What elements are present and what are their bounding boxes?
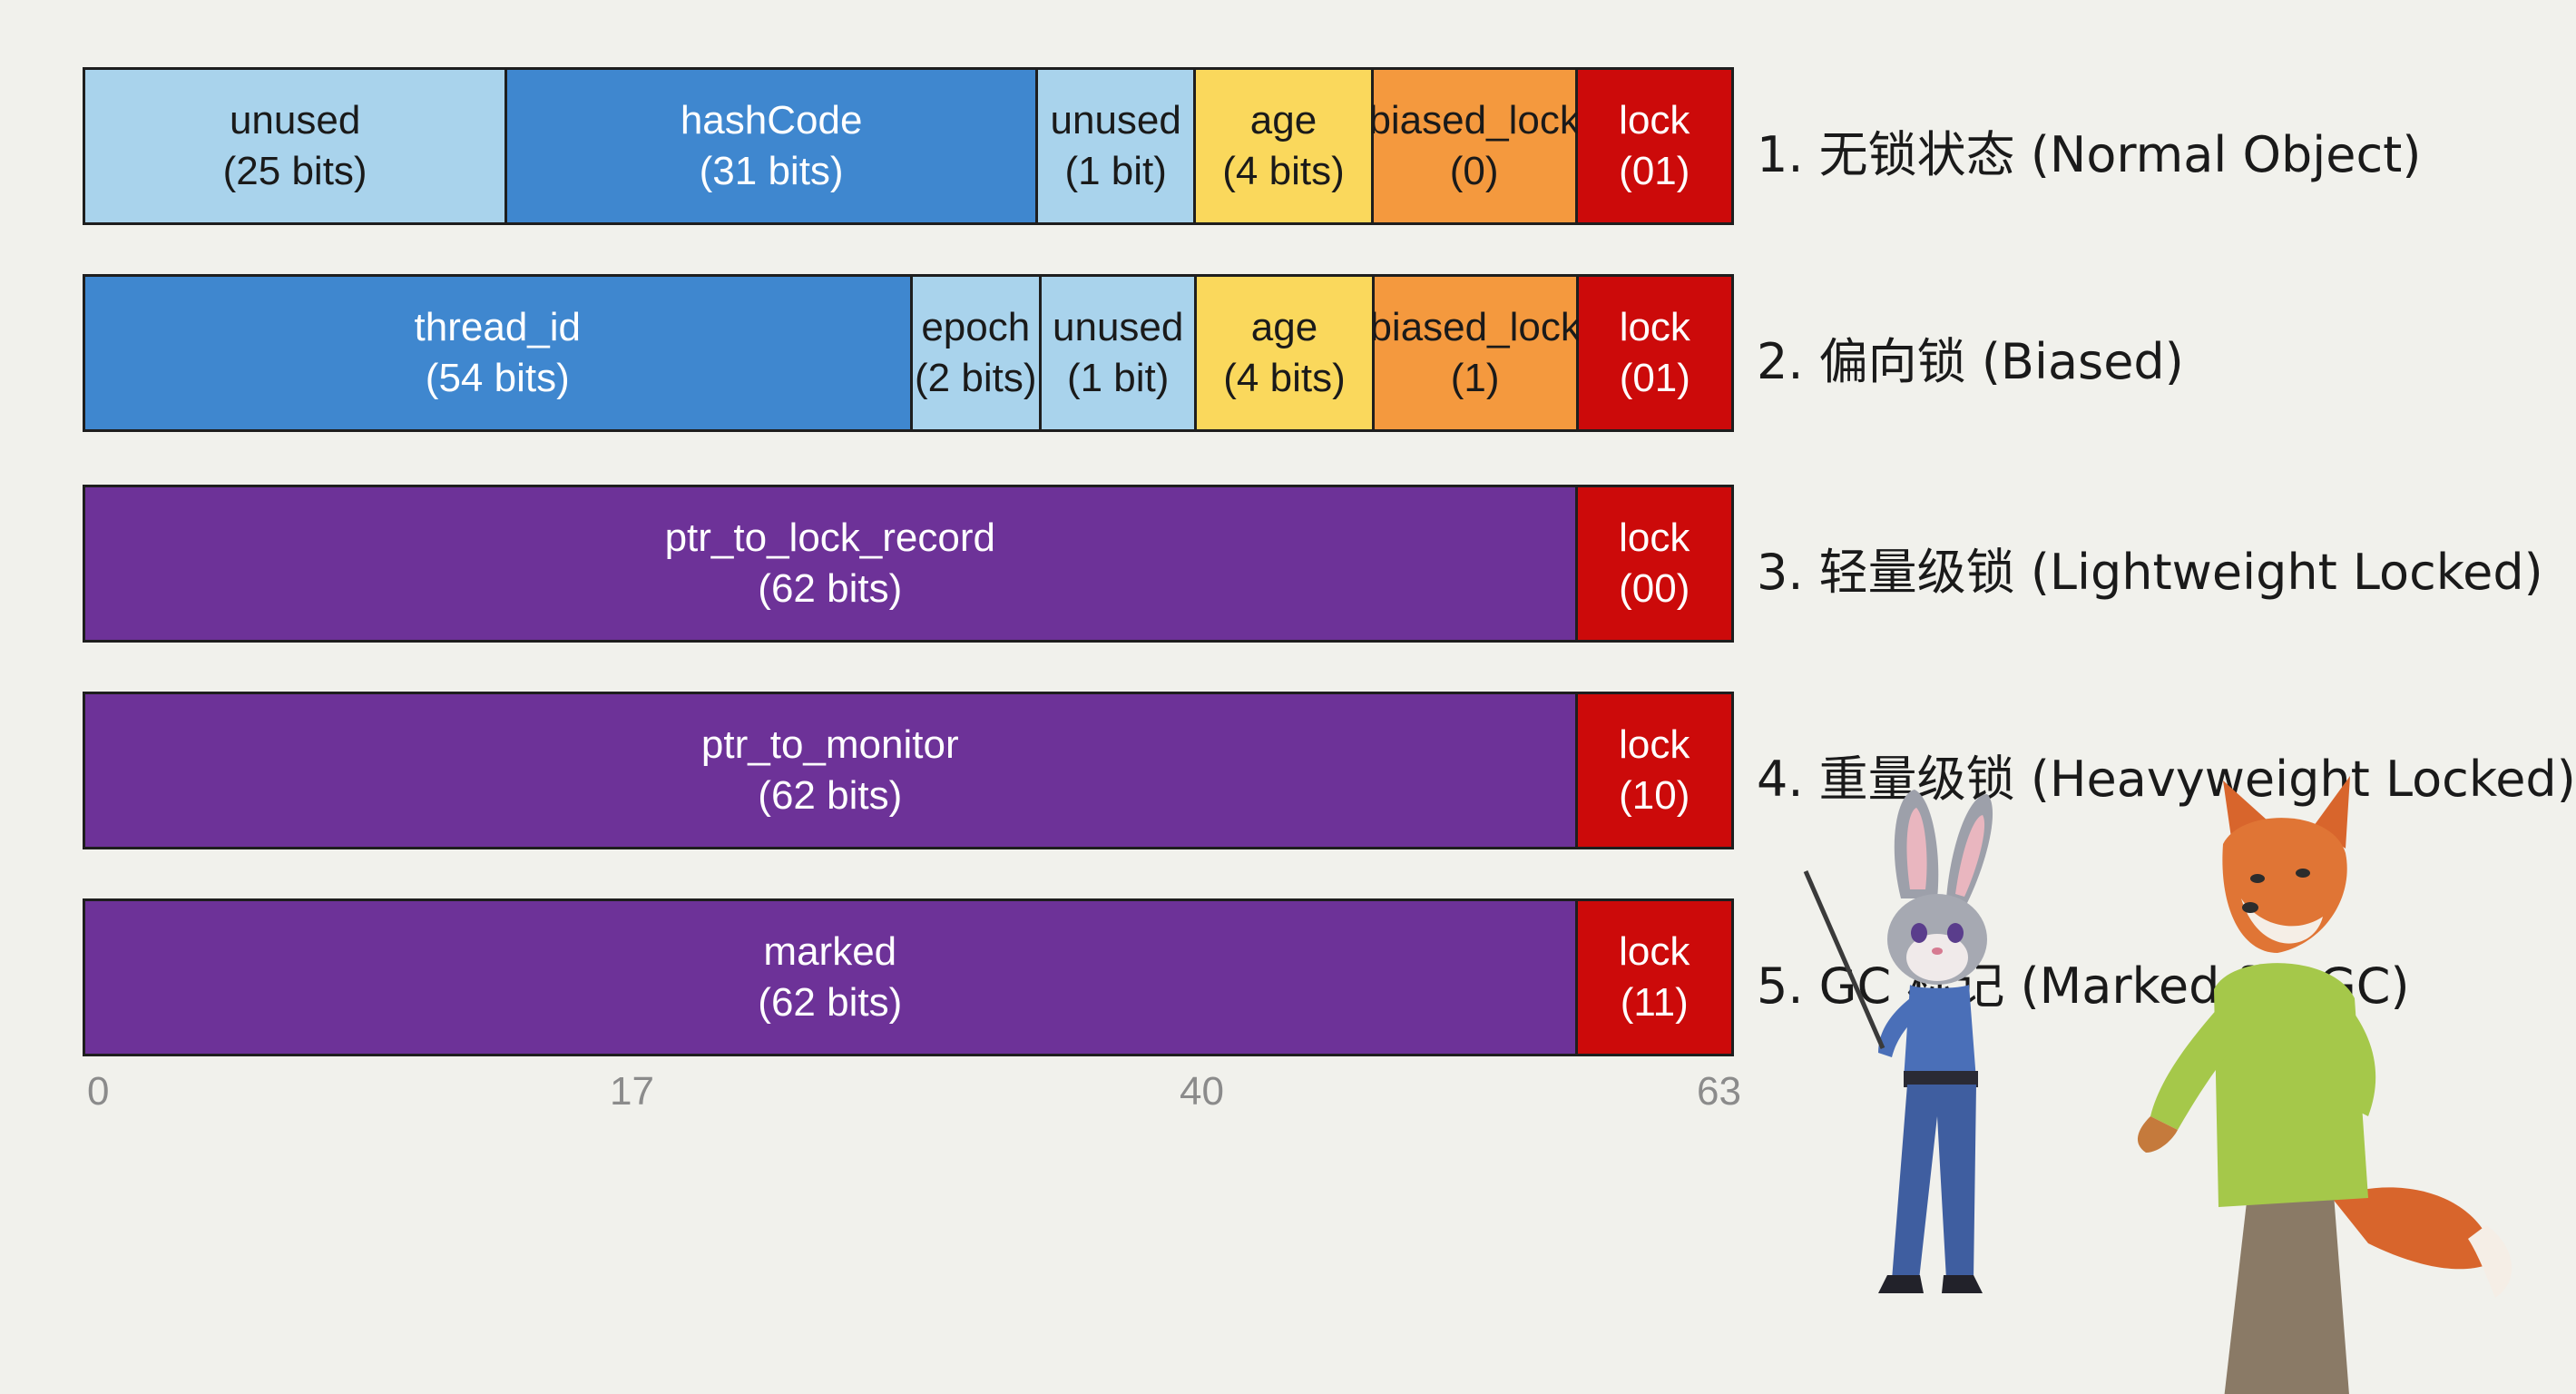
bit-field-lock: lock (01) bbox=[1577, 70, 1731, 222]
bit-field-ptr-to-monitor: ptr_to_monitor (62 bits) bbox=[85, 694, 1578, 847]
bit-field-epoch: epoch (2 bits) bbox=[912, 277, 1043, 429]
bit-field-hashcode: hashCode (31 bits) bbox=[507, 70, 1039, 222]
bit-field-size: (25 bits) bbox=[222, 149, 367, 193]
bit-field-size: (00) bbox=[1619, 566, 1690, 611]
bit-field-unused: unused (1 bit) bbox=[1038, 70, 1197, 222]
bit-field-thread-id: thread_id (54 bits) bbox=[85, 277, 913, 429]
bit-field-ptr-to-lock-record: ptr_to_lock_record (62 bits) bbox=[85, 487, 1578, 640]
row-label-biased: 2. 偏向锁 (Biased) bbox=[1757, 333, 2184, 390]
bit-field-name: hashCode bbox=[680, 97, 863, 142]
row-label-lightweight: 3. 轻量级锁 (Lightweight Locked) bbox=[1757, 544, 2543, 601]
bit-field-name: ptr_to_lock_record bbox=[664, 515, 995, 560]
row-label-normal: 1. 无锁状态 (Normal Object) bbox=[1757, 126, 2422, 183]
bit-field-size: (0) bbox=[1449, 149, 1499, 193]
bit-field-age: age (4 bits) bbox=[1196, 70, 1374, 222]
bit-field-unused: unused (1 bit) bbox=[1042, 277, 1198, 429]
mark-word-row-gc-marked: marked (62 bits) lock (11) bbox=[83, 898, 1734, 1056]
bit-field-unused: unused (25 bits) bbox=[85, 70, 508, 222]
bit-field-name: unused bbox=[229, 97, 361, 142]
mark-word-row-lightweight: ptr_to_lock_record (62 bits) lock (00) bbox=[83, 485, 1734, 643]
bit-field-size: (4 bits) bbox=[1223, 356, 1346, 400]
mark-word-row-normal: unused (25 bits) hashCode (31 bits) unused (1… bbox=[83, 67, 1734, 225]
bit-field-lock: lock (10) bbox=[1577, 694, 1731, 847]
bit-field-size: (01) bbox=[1619, 356, 1690, 400]
axis-tick-63: 63 bbox=[1697, 1069, 1741, 1114]
mark-word-row-biased: thread_id (54 bits) epoch (2 bits) unused (1 … bbox=[83, 274, 1734, 432]
bit-field-name: lock bbox=[1619, 722, 1690, 767]
bit-field-name: marked bbox=[763, 928, 897, 974]
bit-field-size: (31 bits) bbox=[699, 149, 844, 193]
bit-field-size: (62 bits) bbox=[758, 566, 903, 611]
bit-field-marked: marked (62 bits) bbox=[85, 901, 1578, 1054]
cartoon-characters-illustration bbox=[1803, 776, 2512, 1394]
bit-field-name: lock bbox=[1619, 928, 1690, 974]
fox-character bbox=[2137, 776, 2512, 1394]
bit-field-size: (62 bits) bbox=[758, 980, 903, 1025]
bit-field-size: (1 bit) bbox=[1066, 356, 1170, 400]
mark-word-row-heavyweight: ptr_to_monitor (62 bits) lock (10) bbox=[83, 692, 1734, 849]
bit-field-size: (4 bits) bbox=[1222, 149, 1345, 193]
bit-field-biased-lock: biased_lock (1) bbox=[1369, 277, 1581, 429]
bit-field-size: (10) bbox=[1619, 773, 1690, 818]
row-label-heavyweight: 4. 重量级锁 (Heavyweight Locked) bbox=[1757, 751, 2576, 808]
bit-field-size: (01) bbox=[1619, 149, 1690, 193]
bit-field-name: biased_lock bbox=[1369, 304, 1581, 349]
bit-field-name: ptr_to_monitor bbox=[700, 722, 959, 767]
bit-field-size: (11) bbox=[1620, 980, 1689, 1025]
bit-field-size: (1 bit) bbox=[1064, 149, 1167, 193]
bit-field-name: unused bbox=[1053, 304, 1184, 349]
bit-field-name: epoch bbox=[921, 304, 1031, 349]
bit-field-biased-lock: biased_lock (0) bbox=[1368, 70, 1580, 222]
bit-field-lock: lock (00) bbox=[1577, 487, 1731, 640]
bit-field-name: lock bbox=[1619, 515, 1690, 560]
axis-tick-40: 40 bbox=[1180, 1069, 1224, 1114]
bit-field-size: (62 bits) bbox=[758, 773, 903, 818]
bit-field-size: (2 bits) bbox=[915, 356, 1037, 400]
bit-field-size: (54 bits) bbox=[425, 356, 570, 400]
bit-field-age: age (4 bits) bbox=[1197, 277, 1375, 429]
bit-field-name: age bbox=[1249, 97, 1317, 142]
bit-field-name: thread_id bbox=[414, 304, 582, 349]
bit-field-name: biased_lock bbox=[1368, 97, 1580, 142]
bit-field-name: lock bbox=[1619, 304, 1690, 349]
axis-tick-17: 17 bbox=[610, 1069, 654, 1114]
rabbit-character bbox=[1803, 790, 1993, 1293]
axis-tick-0: 0 bbox=[87, 1069, 110, 1114]
bit-field-name: unused bbox=[1050, 97, 1181, 142]
bit-field-name: age bbox=[1250, 304, 1318, 349]
bit-field-lock: lock (11) bbox=[1577, 901, 1731, 1054]
bit-field-name: lock bbox=[1619, 97, 1690, 142]
bit-field-size: (1) bbox=[1450, 356, 1500, 400]
bit-field-lock: lock (01) bbox=[1578, 277, 1731, 429]
